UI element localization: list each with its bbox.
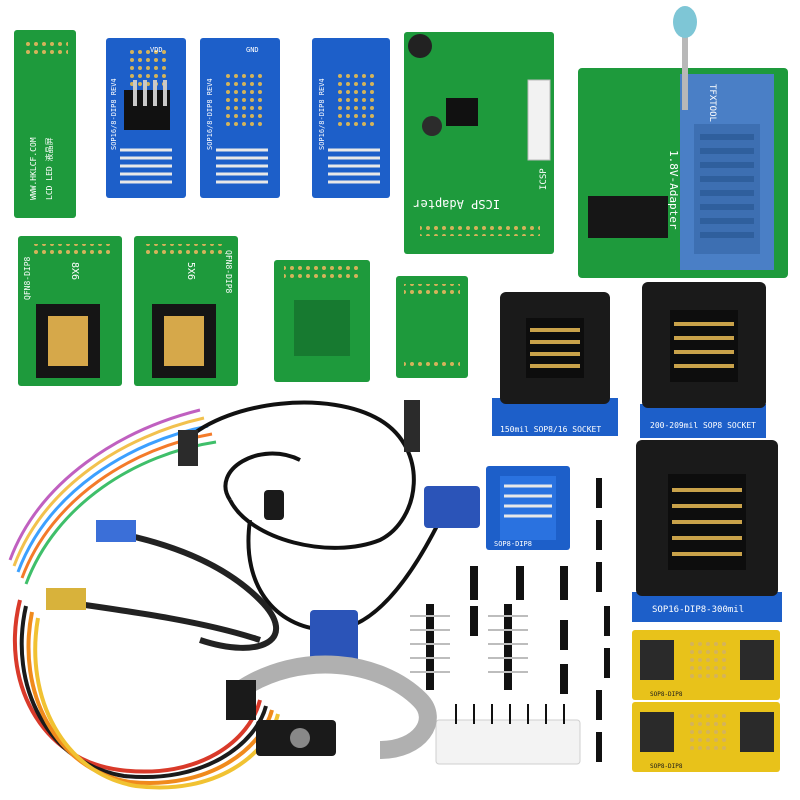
yellow-a-label: SOP8-DIP8 [650, 691, 683, 698]
lvds-connector-b [46, 588, 86, 610]
sop-dip-c-label: SOP16/8-DIP8 REV4 [318, 78, 326, 150]
qfn-a-label: QFN8-DIP8 [23, 256, 32, 300]
zif-lever [682, 30, 688, 110]
usb-plug [178, 430, 198, 466]
sop-dip-board-b: SOP16/8-DIP8 REV4 GND [200, 38, 280, 198]
small-green-adapter-b [396, 276, 468, 378]
pin-headers [426, 478, 610, 762]
usb-cable [184, 400, 416, 550]
ferrite-bead [264, 490, 284, 520]
socket-150mil: 150mil SOP8/16 SOCKET [492, 292, 618, 436]
tl866-brand-label: TFXTOOL [707, 84, 717, 122]
socket-150-label: 150mil SOP8/16 SOCKET [500, 425, 601, 434]
icsp-adapter-board: ICSP Adapter ICSP [404, 32, 554, 254]
tl866-adapter-label: 1.8V-Adapter [667, 150, 680, 230]
icsp-short-label: ICSP [539, 168, 549, 190]
red-black-cable-bundle [12, 599, 280, 790]
vga-connector-a [424, 486, 480, 528]
sop-dip-board-a: SOP16/8-DIP8 REV4 VDD [106, 38, 186, 198]
soic-clip-cable [226, 655, 437, 759]
vdd-label-a: VDD [150, 46, 163, 54]
usb-b-plug [404, 400, 420, 452]
gnd-label-b: GND [246, 46, 259, 54]
sop-dip-a-label: SOP16/8-DIP8 REV4 [110, 78, 118, 150]
tl866-1-8v-adapter: 1.8V-Adapter TFXTOOL [578, 6, 788, 278]
yellow-b-label: SOP8-DIP8 [650, 763, 683, 770]
socket-300-label: SOP16-DIP8-300mil [652, 605, 744, 615]
zif-lever-knob [673, 6, 697, 38]
lcd-adapter-board: WWW.HKLCF.COM LCD LED 液晶屏 [14, 30, 76, 218]
qfn8-dip8-board-8x6: 8X6 QFN8-DIP8 [18, 236, 122, 386]
socket-200mil: 200-209mil SOP8 SOCKET [640, 282, 766, 438]
lcd-board-url: WWW.HKLCF.COM [29, 137, 38, 200]
socket-300mil: SOP16-DIP8-300mil [632, 440, 782, 622]
yellow-sop8-board-b: SOP8-DIP8 [632, 702, 780, 772]
lcd-board-cn: LCD LED 液晶屏 [44, 137, 54, 200]
small-blue-sop8-board: SOP8-DIP8 [486, 466, 570, 550]
sop-dip-b-label: SOP16/8-DIP8 REV4 [206, 78, 214, 150]
small-green-adapter-a [274, 260, 370, 382]
vga-connector-b [310, 610, 358, 668]
white-connector-strip [435, 704, 581, 765]
small-pcb-label: SOP8-DIP8 [494, 540, 532, 548]
lvds-connector [96, 520, 136, 542]
qfn8-dip8-board-5x6: 5X6 QFN8-DIP8 [134, 236, 238, 386]
yellow-sop8-board-a: SOP8-DIP8 [632, 630, 780, 700]
icsp-label: ICSP Adapter [413, 197, 500, 211]
qfn-b-size: 5X6 [185, 262, 196, 280]
socket-200-label: 200-209mil SOP8 SOCKET [650, 421, 756, 430]
qfn-a-size: 8X6 [69, 262, 80, 280]
qfn-b-label: QFN8-DIP8 [224, 250, 233, 294]
header-pins-metal [410, 615, 528, 673]
sop-dip-board-c: SOP16/8-DIP8 REV4 [312, 38, 390, 198]
